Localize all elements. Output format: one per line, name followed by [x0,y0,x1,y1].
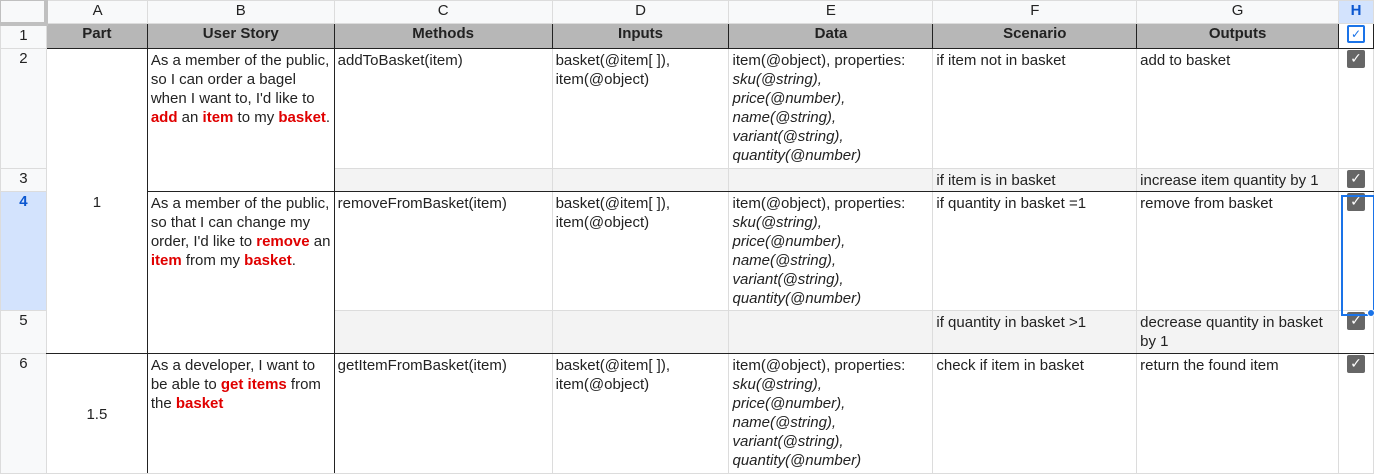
header-inputs[interactable]: Inputs [551,23,730,49]
checkbox[interactable]: ✓ [1346,193,1365,211]
row-header-5[interactable]: 5 [0,310,47,354]
story-text: As a member of the public, so that I can… [150,195,330,250]
method-cell-add[interactable]: addToBasket(item) [333,48,553,169]
inputs-cell-empty[interactable] [551,168,730,192]
checkbox[interactable]: ✓ [1346,312,1365,330]
story-keyword: basket [175,395,224,412]
output-cell-3[interactable]: remove from basket [1136,191,1339,311]
checkbox[interactable]: ✓ [1346,50,1365,68]
header-data[interactable]: Data [728,23,934,49]
checkbox-cell-4[interactable]: ✓ [1337,191,1374,311]
header-checkbox-cell[interactable]: ✓ [1337,23,1374,49]
story-cell-add[interactable]: As a member of the public, so I can orde… [146,48,335,192]
inputs-cell-get[interactable]: basket(@item[ ]), item(@object) [551,353,730,474]
data-props: sku(@string), price(@number), name(@stri… [732,214,862,307]
output-cell-2[interactable]: increase item quantity by 1 [1136,168,1339,192]
output-cell-4[interactable]: decrease quantity in basket by 1 [1136,310,1339,354]
story-text: As a developer, I want to be able to [150,357,316,393]
row-header-6[interactable]: 6 [0,353,47,474]
part-cell-1[interactable]: 1 [45,48,148,354]
data-props: sku(@string), price(@number), name(@stri… [732,71,862,164]
col-header-d[interactable]: D [551,0,730,24]
story-text: to my [233,109,279,126]
story-text: . [325,109,331,126]
story-keyword: remove [256,233,310,250]
row-header-3[interactable]: 3 [0,168,47,192]
inputs-cell-remove[interactable]: basket(@item[ ]), item(@object) [551,191,730,311]
col-header-f[interactable]: F [932,0,1138,24]
col-header-e[interactable]: E [728,0,934,24]
checkbox[interactable]: ✓ [1346,355,1365,373]
fill-handle[interactable] [1367,309,1374,317]
story-keyword: basket [244,252,292,269]
data-props: sku(@string), price(@number), name(@stri… [732,376,862,469]
part-value: 1.5 [86,406,108,423]
data-cell-remove[interactable]: item(@object), properties: sku(@string),… [728,191,934,311]
story-keyword: basket [278,109,326,126]
col-header-c[interactable]: C [333,0,553,24]
story-text: an [177,109,203,126]
checkbox-cell-6[interactable]: ✓ [1337,353,1374,474]
data-cell-empty[interactable] [728,168,934,192]
row-header-2[interactable]: 2 [0,48,47,169]
inputs-cell-add[interactable]: basket(@item[ ]), item(@object) [551,48,730,169]
header-outputs[interactable]: Outputs [1136,23,1339,49]
scenario-cell-1[interactable]: if item not in basket [932,48,1138,169]
story-text: an [309,233,331,250]
data-lead: item(@object), properties: [732,52,906,69]
header-methods[interactable]: Methods [333,23,553,49]
inputs-cell-empty[interactable] [551,310,730,354]
checkbox-cell-5[interactable]: ✓ [1337,310,1374,354]
story-keyword: item [202,109,234,126]
story-keyword: item [150,252,182,269]
story-text: . [291,252,296,269]
header-part[interactable]: Part [45,23,148,49]
story-text: from the [150,376,321,412]
col-header-h[interactable]: H [1337,0,1374,24]
method-cell-get[interactable]: getItemFromBasket(item) [333,353,553,474]
col-header-a[interactable]: A [45,0,148,24]
method-cell-empty[interactable] [333,168,553,192]
header-user-story[interactable]: User Story [146,23,335,49]
scenario-cell-2[interactable]: if item is in basket [932,168,1138,192]
story-cell-get[interactable]: As a developer, I want to be able to get… [146,353,335,474]
data-lead: item(@object), properties: [732,357,906,374]
scenario-cell-3[interactable]: if quantity in basket =1 [932,191,1138,311]
header-checkbox[interactable]: ✓ [1346,25,1365,43]
part-cell-15[interactable]: 1.5 [45,353,148,474]
data-cell-empty[interactable] [728,310,934,354]
checkbox-cell-2[interactable]: ✓ [1337,48,1374,169]
checkbox[interactable]: ✓ [1346,170,1365,188]
output-cell-5[interactable]: return the found item [1136,353,1339,474]
header-scenario[interactable]: Scenario [932,23,1138,49]
data-cell-get[interactable]: item(@object), properties: sku(@string),… [728,353,934,474]
data-lead: item(@object), properties: [732,195,906,212]
output-cell-1[interactable]: add to basket [1136,48,1339,169]
scenario-cell-5[interactable]: check if item in basket [932,353,1138,474]
row-header-1[interactable]: 1 [0,23,47,49]
story-keyword: add [150,109,178,126]
method-cell-empty[interactable] [333,310,553,354]
col-header-g[interactable]: G [1136,0,1339,24]
story-text: As a member of the public, so I can orde… [150,52,330,107]
story-keyword: get items [220,376,287,393]
checkbox-cell-3[interactable]: ✓ [1337,168,1374,192]
row-header-4[interactable]: 4 [0,191,47,311]
data-cell-add[interactable]: item(@object), properties: sku(@string),… [728,48,934,169]
method-cell-remove[interactable]: removeFromBasket(item) [333,191,553,311]
col-header-b[interactable]: B [146,0,335,24]
part-value: 1 [92,193,102,211]
scenario-cell-4[interactable]: if quantity in basket >1 [932,310,1138,354]
select-all-corner[interactable] [0,0,49,26]
story-cell-remove[interactable]: As a member of the public, so that I can… [146,191,335,354]
story-text: from my [181,252,245,269]
